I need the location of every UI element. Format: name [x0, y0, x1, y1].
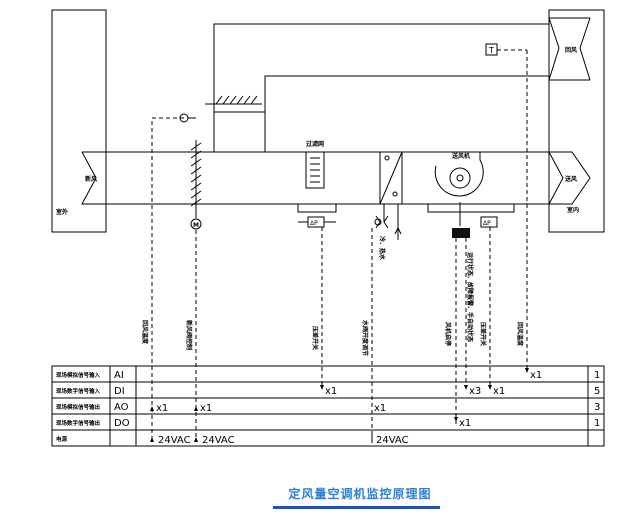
return-temp-sensor: T: [485, 43, 528, 370]
water-valve-label: 冷、热水: [378, 236, 386, 261]
mark-ai-x1: x1: [530, 370, 542, 381]
mark-pwr-2: 24VAC: [202, 435, 235, 446]
filter: 过滤网 ΔP: [297, 140, 337, 228]
cooling-heating-coil: 冷、热水: [374, 151, 403, 261]
signal-lines: [151, 117, 491, 438]
mark-pwr-3: 24VAC: [376, 435, 409, 446]
row-label-power: 电源: [56, 435, 68, 443]
outdoor-label: 室外: [56, 208, 68, 216]
fan-label: 送风机: [451, 152, 470, 160]
row-count-ai: 1: [594, 370, 600, 381]
row-count-di: 5: [594, 386, 600, 397]
row-label-do: 现场数字信号输出: [56, 419, 101, 427]
vlabel-fan-dp: 压差开关: [479, 322, 487, 346]
mark-di-x1-a: x1: [325, 386, 337, 397]
row-label-ai: 现场模拟信号输入: [56, 371, 101, 379]
supply-fan: 送风机 ΔP: [427, 152, 515, 238]
vlabel-fan-status: 运行状态、故障报警、手自动状态: [466, 252, 474, 342]
outdoor-block: 室外: [51, 9, 107, 233]
row-code-do: DO: [114, 418, 130, 429]
supply-air-label: 送风: [564, 175, 577, 183]
mark-ao-x1-a: x1: [156, 403, 168, 414]
vertical-signal-labels: 回风温度 新风阀控制 压差开关 水阀开度调节 风机启停 运行状态、故障报警、手自…: [141, 252, 524, 356]
mark-di-x1-b: x1: [493, 386, 505, 397]
fresh-air-arrow: 新风: [81, 151, 106, 205]
mark-ao-x1-c: x1: [374, 403, 386, 414]
row-count-ao: 3: [594, 402, 600, 413]
io-table: 现场模拟信号输入 现场数字信号输入 现场模拟信号输出 现场数字信号输出 电源 A…: [51, 365, 605, 447]
mark-ao-x1-b: x1: [200, 403, 212, 414]
vlabel-return-temp: 回风温度: [141, 320, 149, 345]
return-air-duct: 回风: [205, 17, 591, 152]
indoor-block: 室内: [548, 9, 605, 233]
mark-pwr-1: 24VAC: [158, 435, 191, 446]
row-label-ao: 现场模拟信号输出: [56, 403, 101, 411]
vlabel-fresh-damper: 新风阀控制: [185, 320, 193, 350]
mark-do-x1: x1: [459, 418, 471, 429]
row-code-ao: AO: [114, 402, 129, 413]
return-air-damper: [205, 95, 262, 105]
title-underline: [273, 506, 440, 509]
supply-air-arrow: 送风: [548, 151, 591, 205]
vlabel-filter-dp: 压差开关: [311, 326, 319, 350]
damper-motor-symbol: M: [193, 222, 199, 229]
temp-sensor-symbol: T: [488, 46, 494, 55]
row-count-do: 1: [594, 418, 600, 429]
vlabel-supply-temp: 回风温度: [516, 322, 524, 347]
vlabel-valve: 水阀开度调节: [361, 320, 369, 356]
filter-label: 过滤网: [306, 140, 324, 148]
fresh-air-damper: M: [190, 140, 202, 230]
indoor-label: 室内: [567, 206, 579, 214]
row-code-ai: AI: [114, 370, 124, 381]
row-code-di: DI: [114, 386, 125, 397]
row-label-di: 现场数字信号输入: [56, 387, 101, 395]
filter-dp-symbol: ΔP: [310, 220, 318, 227]
diagram-title: 定风量空调机监控原理图: [288, 487, 432, 501]
mark-di-x3: x3: [469, 386, 481, 397]
supply-duct: [106, 151, 549, 205]
fan-dp-symbol: ΔP: [483, 220, 491, 227]
vlabel-fan-start: 风机启停: [444, 322, 452, 346]
table-marks: x1 x1 x3 x1 x1 x1 x1 x1 24VAC 24VAC 24VA…: [150, 368, 542, 446]
return-air-label: 回风: [565, 46, 577, 54]
fresh-air-label: 新风: [85, 175, 97, 183]
